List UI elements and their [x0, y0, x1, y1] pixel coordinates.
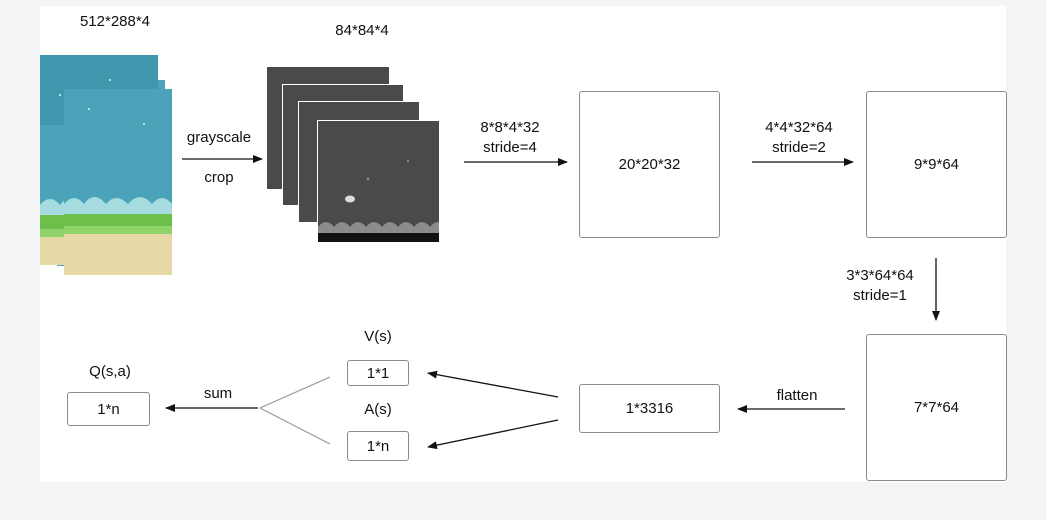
- value-arrow: [428, 373, 558, 397]
- advantage-arrow: [428, 420, 558, 447]
- advantage-merge-line: [260, 408, 330, 444]
- value-merge-line: [260, 377, 330, 408]
